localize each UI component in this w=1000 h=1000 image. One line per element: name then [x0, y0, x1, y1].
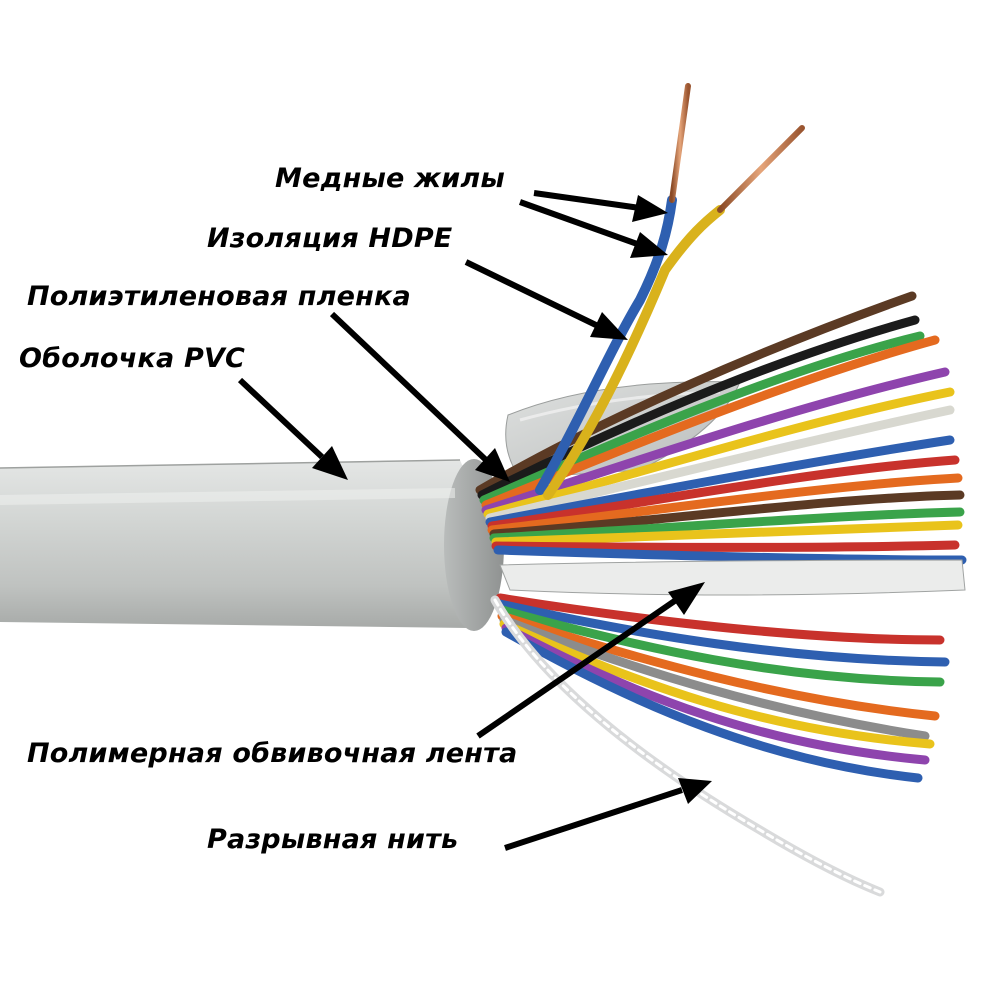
- label-rip-cord: Разрывная нить: [207, 824, 459, 855]
- label-pvc-sheath: Оболочка PVC: [19, 343, 246, 374]
- label-polyethylene-film: Полиэтиленовая пленка: [27, 281, 411, 312]
- rip-cord: [490, 595, 885, 897]
- arrow-copper-1: [533, 190, 668, 222]
- label-copper-cores: Медные жилы: [275, 163, 505, 194]
- label-hdpe-insulation: Изоляция HDPE: [207, 223, 453, 254]
- arrow-tape: [476, 582, 705, 739]
- arrow-pvc: [237, 377, 348, 480]
- lower-wire-bundle: [495, 593, 950, 783]
- arrow-hdpe: [464, 259, 628, 340]
- pvc-sheath: [0, 459, 504, 631]
- label-polymer-wrap-tape: Полимерная обвивочная лента: [27, 738, 518, 769]
- polymer-wrap-tape: [499, 559, 966, 596]
- arrow-copper-2: [518, 199, 668, 258]
- arrow-rip-cord: [504, 778, 712, 851]
- twisted-pair: [535, 83, 805, 500]
- upper-wire-bundle: [475, 291, 967, 565]
- arrow-film: [329, 311, 510, 482]
